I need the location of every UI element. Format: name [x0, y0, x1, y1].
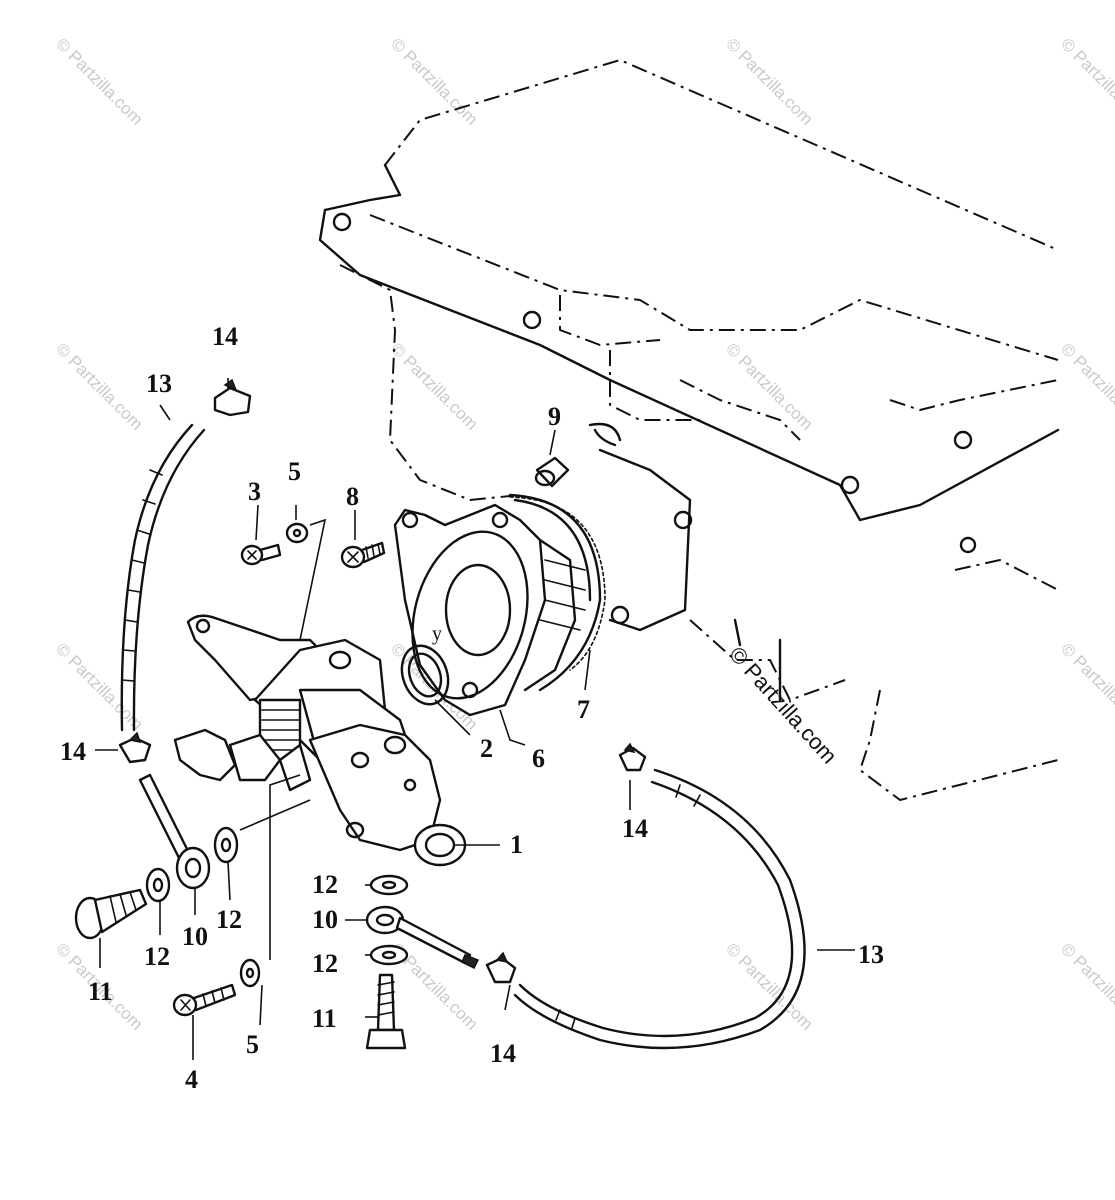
callout-12d: 12	[312, 949, 338, 978]
callout-13a: 13	[146, 369, 172, 398]
watermark-11: © Partzilla.com	[1057, 639, 1115, 733]
leader-lines	[95, 378, 855, 1060]
watermark-4: © Partzilla.com	[1057, 34, 1115, 128]
callout-3: 3	[248, 477, 261, 506]
washer-12-b	[145, 867, 171, 903]
callout-9: 9	[548, 402, 561, 431]
screw-8	[340, 541, 386, 569]
gasket	[509, 496, 606, 671]
watermark-8: © Partzilla.com	[1057, 339, 1115, 433]
o-ring	[400, 644, 450, 706]
watermark-15: © Partzilla.com	[1057, 939, 1115, 1033]
hose-clamp-14-top	[213, 378, 252, 417]
hose-clamp-14-left	[118, 731, 152, 764]
callout-10b: 10	[312, 905, 338, 934]
bolt-11-bottom	[365, 973, 407, 1050]
crankcase-outline	[318, 59, 1060, 801]
watermark-5: © Partzilla.com	[52, 339, 146, 433]
banjo-fitting-10-bottom	[365, 905, 480, 970]
washer-5-lower	[239, 958, 261, 988]
callout-4: 4	[185, 1065, 198, 1094]
callout-14d: 14	[490, 1039, 516, 1068]
callout-1: 1	[510, 830, 523, 859]
washer-12-d	[369, 944, 409, 966]
washer-5-upper	[285, 522, 309, 544]
inline-mark-y: y	[432, 623, 442, 645]
watermark-1: © Partzilla.com	[52, 34, 146, 128]
screw-4	[172, 983, 237, 1017]
callout-6: 6	[532, 744, 545, 773]
pump-housing	[393, 493, 602, 717]
callout-7: 7	[577, 695, 590, 724]
callout-5b: 5	[246, 1030, 259, 1059]
callout-14b: 14	[60, 737, 86, 766]
watermark-7: © Partzilla.com	[722, 339, 816, 433]
callout-11a: 11	[88, 977, 113, 1006]
callouts: 1 2 3 4 5 5 6 7 8 9 10 10 11 11 12 12 12…	[60, 322, 884, 1094]
hose-clamp-14-bottom	[485, 951, 517, 984]
screw-3	[240, 543, 282, 566]
washer-12-a	[213, 826, 239, 864]
watermark-9: © Partzilla.com	[52, 639, 146, 733]
watermark-6: © Partzilla.com	[387, 339, 481, 433]
callout-8: 8	[346, 482, 359, 511]
dowel-pin-9	[534, 456, 570, 488]
callout-12c: 12	[312, 870, 338, 899]
watermark-14: © Partzilla.com	[722, 939, 816, 1033]
washer-12-c	[369, 874, 409, 896]
callout-2: 2	[480, 734, 493, 763]
oil-hose-13-right	[513, 768, 806, 1050]
hose-clamp-14-right	[618, 742, 647, 772]
banjo-fitting-10-left	[138, 773, 211, 890]
callout-10a: 10	[182, 922, 208, 951]
oil-pump-body	[173, 614, 467, 867]
callout-13b: 13	[858, 940, 884, 969]
watermark-3: © Partzilla.com	[722, 34, 816, 128]
callout-14a: 14	[212, 322, 238, 351]
callout-11b: 11	[312, 1004, 337, 1033]
bolt-11-left	[74, 888, 148, 940]
callout-5a: 5	[288, 457, 301, 486]
callout-14c: 14	[622, 814, 648, 843]
callout-12b: 12	[144, 942, 170, 971]
callout-12a: 12	[216, 905, 242, 934]
oil-hose-13-left	[120, 423, 206, 732]
